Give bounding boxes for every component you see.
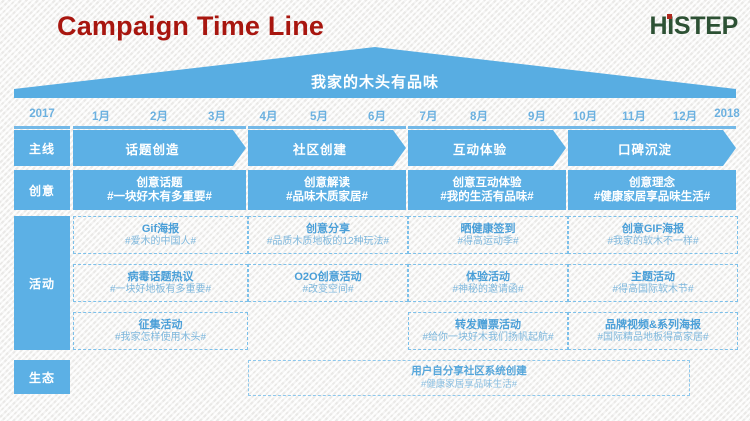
activity-card-6-title: O2O创意活动 (294, 270, 362, 283)
activity-card-10-title: 转发赠票活动 (455, 318, 521, 331)
segment-arrow-shape-icon (248, 130, 406, 166)
activity-card-1-title: Gif海报 (141, 222, 180, 235)
activity-card-4-title: 创意GIF海报 (621, 222, 685, 235)
row-label-creative: 创意 (14, 170, 70, 210)
activity-card-5[interactable]: 病毒话题热议 #一块好地板有多重要# (73, 264, 248, 302)
month-rule-start (14, 126, 70, 129)
creative-card-3-tag: #我的生活有品味# (440, 191, 534, 203)
mainline-segment-1-label: 话题创造 (125, 142, 180, 157)
creative-card-2[interactable]: 创意解读 #品味木质家居# (248, 170, 406, 210)
mainline-row: 主线 话题创造 社区创建 互动体验 口碑沉淀 (0, 130, 750, 166)
activity-card-4-tag: #我家的软木不一样# (607, 235, 699, 247)
creative-card-1-tag: #一块好木有多重要# (107, 191, 212, 203)
banner-shape-icon (14, 47, 736, 98)
creative-row: 创意 创意话题 #一块好木有多重要# 创意解读 #品味木质家居# 创意互动体验 … (0, 170, 750, 210)
month-label-3: 3月 (208, 111, 226, 123)
creative-card-4[interactable]: 创意理念 #健康家居享品味生活# (568, 170, 736, 210)
activity-card-11[interactable]: 品牌视频&系列海报 #国际精品地板得高家居# (568, 312, 738, 350)
month-label-4: 4月 (259, 111, 278, 123)
activity-card-7-tag: #神秘的邀请函# (452, 283, 524, 295)
month-label-12: 12月 (672, 111, 698, 123)
creative-card-2-title: 创意解读 (304, 176, 350, 189)
creative-card-4-title: 创意理念 (629, 176, 675, 189)
activity-card-8[interactable]: 主题活动 #得高国际软木节# (568, 264, 738, 302)
activity-card-7-title: 体验活动 (466, 270, 510, 283)
histep-logo: HISTEP (650, 12, 739, 41)
month-rule-q3 (408, 126, 566, 129)
campaign-slogan-banner: 我家的木头有品味 (14, 47, 736, 98)
month-label-2: 2月 (150, 111, 168, 123)
activity-card-5-title: 病毒话题热议 (127, 270, 194, 283)
mainline-segment-3[interactable]: 互动体验 (408, 130, 566, 166)
timeline-month-scale: 2017 1月 2月 3月 4月 5月 6月 7月 8月 9月 10月 11月 … (0, 108, 750, 130)
activity-card-10[interactable]: 转发赠票活动 #给你一块好木我们扬帆起航# (408, 312, 568, 350)
row-label-mainline: 主线 (14, 130, 70, 166)
activity-card-1-tag: #爱木的中国人# (124, 235, 197, 247)
mainline-segment-2[interactable]: 社区创建 (248, 130, 406, 166)
ecosystem-card[interactable]: 用户自分享社区系统创建 #健康家居享品味生活# (248, 360, 690, 396)
segment-arrow-shape-icon (568, 130, 736, 166)
month-label-10: 10月 (572, 111, 598, 123)
creative-card-2-tag: #品味木质家居# (286, 191, 368, 203)
activity-card-6[interactable]: O2O创意活动 #改变空间# (248, 264, 408, 302)
activity-card-3[interactable]: 晒健康签到 #得高运动季# (408, 216, 568, 254)
activity-card-9[interactable]: 征集活动 #我家怎样使用木头# (73, 312, 248, 350)
logo-text: HISTEP (649, 12, 739, 40)
month-label-5: 5月 (310, 111, 328, 123)
timeline-year-start: 2017 (29, 108, 55, 120)
creative-card-3-title: 创意互动体验 (452, 176, 522, 189)
activity-card-2[interactable]: 创意分享 #品质木质地板的12种玩法# (248, 216, 408, 254)
activity-card-3-title: 晒健康签到 (460, 222, 516, 235)
creative-card-1-title: 创意话题 (136, 176, 183, 189)
row-label-ecosystem: 生态 (14, 360, 70, 394)
ecosystem-card-tag: #健康家居享品味生活# (420, 378, 518, 390)
activity-card-8-title: 主题活动 (631, 270, 675, 283)
month-rule-q4 (563, 126, 736, 129)
segment-arrow-shape-icon (73, 130, 246, 166)
timeline-year-end: 2018 (714, 108, 740, 120)
logo-dot-icon (666, 14, 672, 19)
creative-card-3[interactable]: 创意互动体验 #我的生活有品味# (408, 170, 566, 210)
month-rule-q2 (248, 126, 406, 129)
creative-card-4-tag: #健康家居享品味生活# (593, 191, 711, 203)
banner-text: 我家的木头有品味 (310, 74, 439, 91)
ecosystem-row: 生态 用户自分享社区系统创建 #健康家居享品味生活# (0, 360, 750, 396)
month-label-1: 1月 (92, 111, 110, 123)
mainline-segment-4-label: 口碑沉淀 (617, 142, 672, 157)
activity-card-5-tag: #一块好地板有多重要# (109, 283, 212, 295)
activity-card-6-tag: #改变空间# (302, 283, 354, 295)
mainline-segment-2-label: 社区创建 (292, 142, 347, 157)
creative-card-1[interactable]: 创意话题 #一块好木有多重要# (73, 170, 246, 210)
activity-row: Gif海报 #爱木的中国人# 创意分享 #品质木质地板的12种玩法# 晒健康签到… (0, 216, 750, 356)
month-rule-q1 (73, 126, 246, 129)
activity-card-2-tag: #品质木质地板的12种玩法# (266, 235, 390, 247)
activity-card-2-title: 创意分享 (306, 222, 350, 235)
activity-card-9-title: 征集活动 (138, 318, 183, 331)
month-label-6: 6月 (368, 111, 386, 123)
mainline-segment-3-label: 互动体验 (452, 142, 507, 157)
activity-card-4[interactable]: 创意GIF海报 #我家的软木不一样# (568, 216, 738, 254)
month-label-11: 11月 (622, 111, 646, 123)
month-label-9: 9月 (528, 111, 546, 123)
segment-arrow-shape-icon (408, 130, 566, 166)
page-title: Campaign Time Line (57, 11, 325, 41)
row-label-activity: 活动 (14, 216, 70, 350)
activity-card-7[interactable]: 体验活动 #神秘的邀请函# (408, 264, 568, 302)
activity-card-1[interactable]: Gif海报 #爱木的中国人# (73, 216, 248, 254)
month-label-7: 7月 (419, 111, 438, 123)
mainline-segment-1[interactable]: 话题创造 (73, 130, 246, 166)
ecosystem-card-title: 用户自分享社区系统创建 (411, 365, 527, 378)
activity-card-11-tag: #国际精品地板得高家居# (597, 331, 709, 343)
mainline-segment-4[interactable]: 口碑沉淀 (568, 130, 736, 166)
activity-card-9-tag: #我家怎样使用木头# (114, 331, 207, 343)
activity-card-11-title: 品牌视频&系列海报 (605, 318, 701, 331)
activity-card-3-tag: #得高运动季# (457, 235, 519, 247)
activity-card-10-tag: #给你一块好木我们扬帆起航# (422, 331, 554, 343)
activity-card-8-tag: #得高国际软木节# (612, 283, 694, 295)
month-label-8: 8月 (470, 111, 488, 123)
